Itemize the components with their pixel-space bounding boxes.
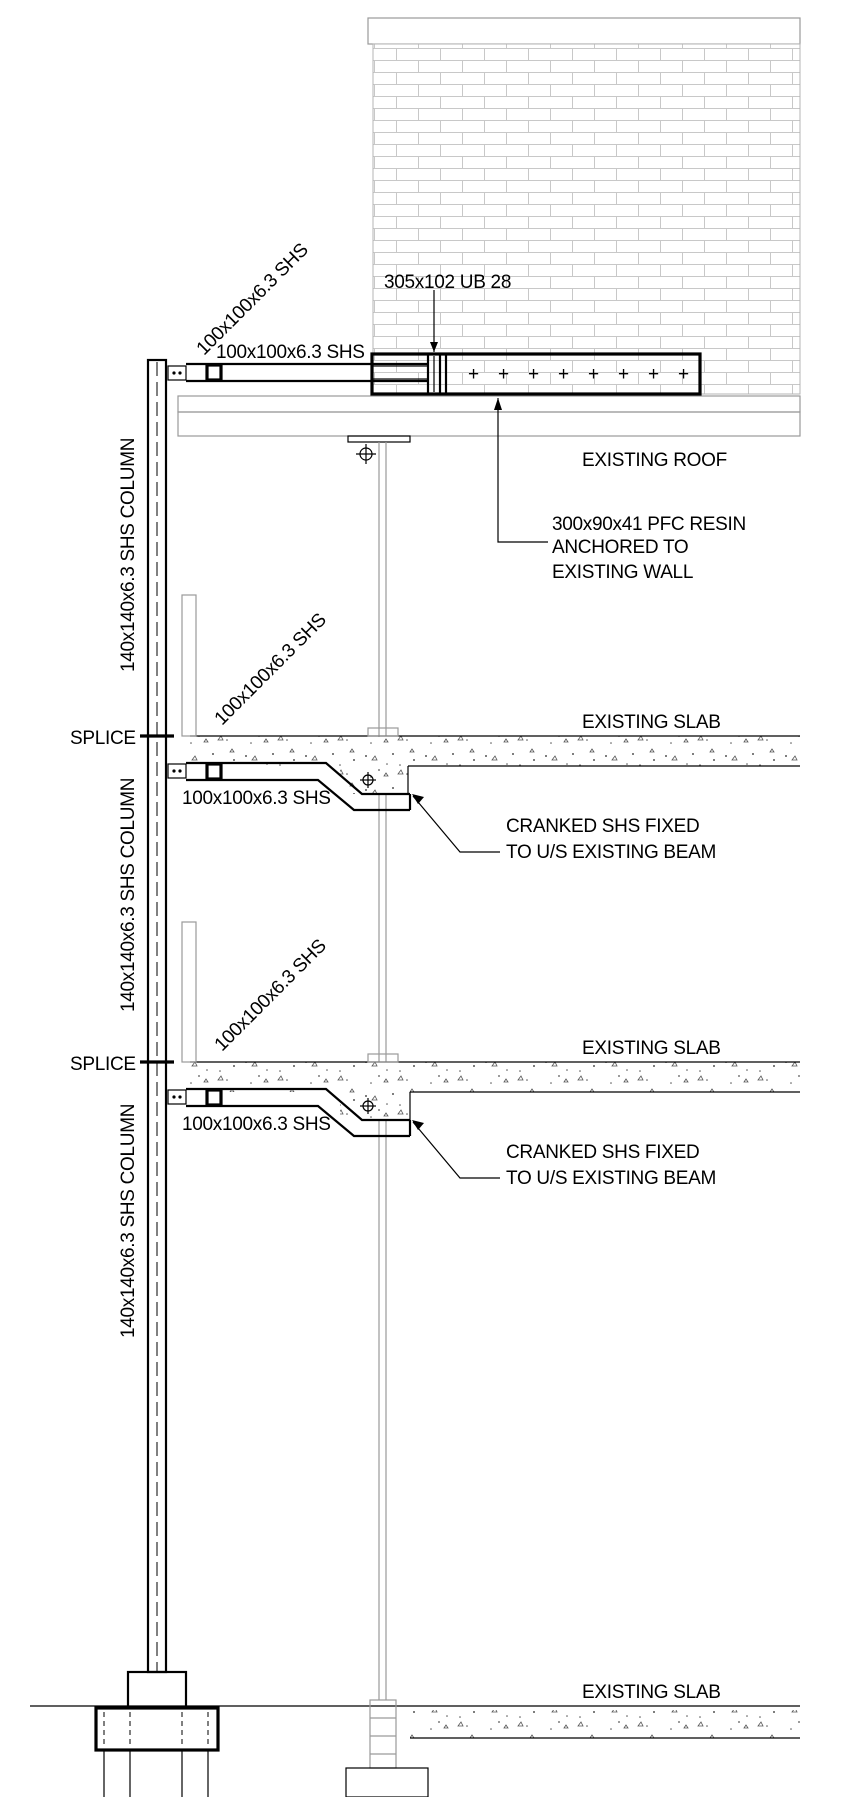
column-label-upper: 140x140x6.3 SHS COLUMN [118, 438, 139, 672]
cranked1-label-line1: CRANKED SHS FIXED [506, 816, 699, 837]
pfc-label-line1: 300x90x41 PFC RESIN [552, 514, 746, 535]
slab2-shs-diagonal-label: 100x100x6.3 SHS [211, 936, 331, 1056]
svg-text:+: + [648, 364, 659, 385]
leader-lines [412, 398, 548, 1179]
slab-lower-label: EXISTING SLAB [582, 1682, 721, 1703]
existing-slab-upper [181, 594, 800, 794]
svg-text:+: + [588, 364, 599, 385]
column-foundation [94, 1670, 220, 1797]
column-label-lower: 140x140x6.3 SHS COLUMN [118, 1104, 139, 1338]
pfc-channel: + + + + + + + + [370, 352, 702, 396]
svg-text:+: + [498, 364, 509, 385]
slab-upper-label: EXISTING SLAB [582, 712, 721, 733]
existing-roof-label: EXISTING ROOF [582, 450, 727, 471]
splice-label-lower: SPLICE [70, 1054, 136, 1075]
slab2-shs-horizontal-label: 100x100x6.3 SHS [182, 1114, 331, 1135]
svg-text:+: + [678, 364, 689, 385]
svg-text:+: + [558, 364, 569, 385]
roof-shs-horizontal-label: 100x100x6.3 SHS [216, 342, 365, 363]
cranked-shs-middle [167, 1087, 412, 1138]
splice-label-upper: SPLICE [70, 728, 136, 749]
cranked2-label-line1: CRANKED SHS FIXED [506, 1142, 699, 1163]
existing-brick-wall [367, 17, 801, 395]
ub-beam-label: 305x102 UB 28 [384, 272, 511, 293]
existing-slab-lower [30, 1699, 800, 1797]
cranked-shs-upper [167, 761, 412, 812]
svg-text:+: + [528, 364, 539, 385]
cranked2-label-line2: TO U/S EXISTING BEAM [506, 1168, 716, 1189]
slab-middle-label: EXISTING SLAB [582, 1038, 721, 1059]
shs-column [140, 358, 174, 1674]
pfc-label-line2: ANCHORED TO [552, 537, 688, 558]
pfc-label-line3: EXISTING WALL [552, 562, 693, 583]
existing-roof [177, 395, 801, 464]
slab1-shs-diagonal-label: 100x100x6.3 SHS [211, 610, 331, 730]
roof-shs-arm [167, 362, 429, 383]
column-label-middle: 140x140x6.3 SHS COLUMN [118, 778, 139, 1012]
slab1-shs-horizontal-label: 100x100x6.3 SHS [182, 788, 331, 809]
svg-text:+: + [468, 364, 479, 385]
existing-slab-middle [181, 921, 800, 1120]
svg-text:+: + [618, 364, 629, 385]
cranked1-label-line2: TO U/S EXISTING BEAM [506, 842, 716, 863]
